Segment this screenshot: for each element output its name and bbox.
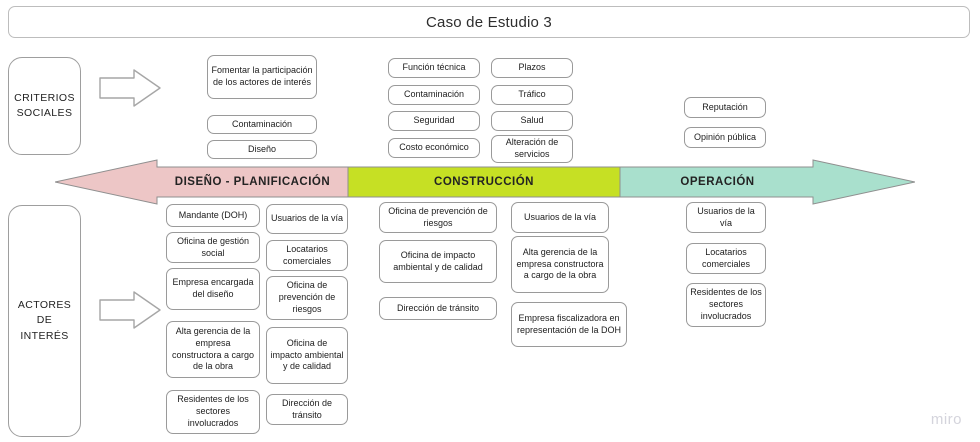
criteria-box-label: Tráfico <box>518 89 546 100</box>
criteria-box-contaminacion[interactable]: Contaminación <box>388 85 480 105</box>
criteria-box-fomentar-la-participacion-de-los-actores-de-in[interactable]: Fomentar la participación de los actores… <box>207 55 317 99</box>
actors-box-label: Usuarios de la vía <box>523 211 597 222</box>
criteria-box-alteracion-de-servicios[interactable]: Alteración de servicios <box>491 135 573 163</box>
criteria-box-label: Reputación <box>702 101 748 112</box>
page-title: Caso de Estudio 3 <box>426 13 552 31</box>
actors-box-direccion-de-transito[interactable]: Dirección de tránsito <box>379 297 497 320</box>
actors-box-label: Dirección de tránsito <box>396 302 480 313</box>
actors-box-label: Empresa encargada del diseño <box>172 277 254 299</box>
actors-box-oficina-de-gestion-social[interactable]: Oficina de gestión social <box>166 232 260 263</box>
criteria-box-plazos[interactable]: Plazos <box>491 58 573 78</box>
actors-box-alta-gerencia-de-la-empresa-constructora-a-car[interactable]: Alta gerencia de la empresa constructora… <box>166 321 260 378</box>
actors-box-residentes-de-los-sectores-involucrados[interactable]: Residentes de los sectores involucrados <box>166 390 260 434</box>
criteria-box-contaminacion[interactable]: Contaminación <box>207 115 317 134</box>
actors-box-label: Usuarios de la vía <box>697 205 755 228</box>
criteria-box-costo-economico[interactable]: Costo económico <box>388 138 480 158</box>
criteria-box-label: Contaminación <box>231 118 293 129</box>
criteria-box-salud[interactable]: Salud <box>491 111 573 131</box>
actors-box-label: Residentes de los sectores involucrados <box>177 394 249 428</box>
actors-box-label: Oficina de impacto ambiental y de calida… <box>270 337 344 372</box>
actors-box-label: Alta gerencia de la empresa constructora… <box>171 325 255 372</box>
criteria-box-diseno[interactable]: Diseño <box>207 140 317 159</box>
actors-box-direccion-de-transito[interactable]: Dirección de tránsito <box>266 394 348 425</box>
actors-box-label: Oficina de impacto ambiental y de calida… <box>393 249 483 272</box>
actors-box-label: Empresa fiscalizadora en representación … <box>516 312 622 335</box>
criteria-box-label: Seguridad <box>413 115 455 126</box>
actors-box-residentes-de-los-sectores-involucrados[interactable]: Residentes de los sectores involucrados <box>686 283 766 327</box>
criteria-box-label: Función técnica <box>402 62 466 73</box>
actors-box-alta-gerencia-de-la-empresa-constructora-a-car[interactable]: Alta gerencia de la empresa constructora… <box>511 236 609 293</box>
actors-box-label: Alta gerencia de la empresa constructora… <box>516 246 604 281</box>
actors-box-label: Mandante (DOH) <box>178 209 248 220</box>
actors-box-oficina-de-impacto-ambiental-y-de-calidad[interactable]: Oficina de impacto ambiental y de calida… <box>266 327 348 384</box>
criteria-box-seguridad[interactable]: Seguridad <box>388 111 480 131</box>
actors-box-oficina-de-prevencion-de-riesgos[interactable]: Oficina de prevención de riesgos <box>379 202 497 233</box>
actors-box-locatarios-comerciales[interactable]: Locatarios comerciales <box>266 240 348 271</box>
criteria-box-label: Plazos <box>518 62 546 73</box>
actors-box-usuarios-de-la-via[interactable]: Usuarios de la vía <box>511 202 609 233</box>
miro-watermark: miro <box>930 411 962 428</box>
criteria-box-reputacion[interactable]: Reputación <box>684 97 766 118</box>
actors-box-usuarios-de-la-via[interactable]: Usuarios de la vía <box>686 202 766 233</box>
actors-box-label: Oficina de prevención de riesgos <box>278 280 336 314</box>
criteria-box-label: Opinión pública <box>693 131 757 142</box>
right-arrow-icon-actores <box>99 291 161 329</box>
actors-box-label: Locatarios comerciales <box>282 243 331 266</box>
criteria-box-funcion-tecnica[interactable]: Función técnica <box>388 58 480 78</box>
actors-box-label: Dirección de tránsito <box>281 397 333 420</box>
actors-box-label: Residentes de los sectores involucrados <box>690 287 762 321</box>
actors-box-label: Oficina de gestión social <box>176 235 250 258</box>
actors-box-label: Usuarios de la vía <box>270 213 344 224</box>
criteria-box-label: Fomentar la participación de los actores… <box>211 65 313 87</box>
criteria-box-label: Diseño <box>247 143 276 154</box>
criteria-box-label: Alteración de servicios <box>505 137 559 159</box>
actors-box-usuarios-de-la-via[interactable]: Usuarios de la vía <box>266 204 348 234</box>
diagram-title-box: Caso de Estudio 3 <box>8 6 970 38</box>
criteria-box-trafico[interactable]: Tráfico <box>491 85 573 105</box>
actors-box-label: Oficina de prevención de riesgos <box>388 205 488 228</box>
criteria-box-label: Salud <box>520 115 544 126</box>
actors-box-empresa-fiscalizadora-en-representacion-de-la-[interactable]: Empresa fiscalizadora en representación … <box>511 302 627 347</box>
actors-box-oficina-de-impacto-ambiental-y-de-calidad[interactable]: Oficina de impacto ambiental y de calida… <box>379 240 497 283</box>
actors-box-locatarios-comerciales[interactable]: Locatarios comerciales <box>686 243 766 274</box>
actors-box-empresa-encargada-del-diseno[interactable]: Empresa encargada del diseño <box>166 268 260 310</box>
actors-box-oficina-de-prevencion-de-riesgos[interactable]: Oficina de prevención de riesgos <box>266 276 348 320</box>
actors-box-label: Locatarios comerciales <box>701 246 750 269</box>
actors-box-mandante-doh[interactable]: Mandante (DOH) <box>166 204 260 227</box>
criteria-box-opinion-publica[interactable]: Opinión pública <box>684 127 766 148</box>
criteria-box-label: Contaminación <box>403 89 465 100</box>
right-arrow-icon-criterios <box>99 69 161 107</box>
phase-timeline-arrow <box>55 159 915 205</box>
criteria-box-label: Costo económico <box>399 142 469 153</box>
